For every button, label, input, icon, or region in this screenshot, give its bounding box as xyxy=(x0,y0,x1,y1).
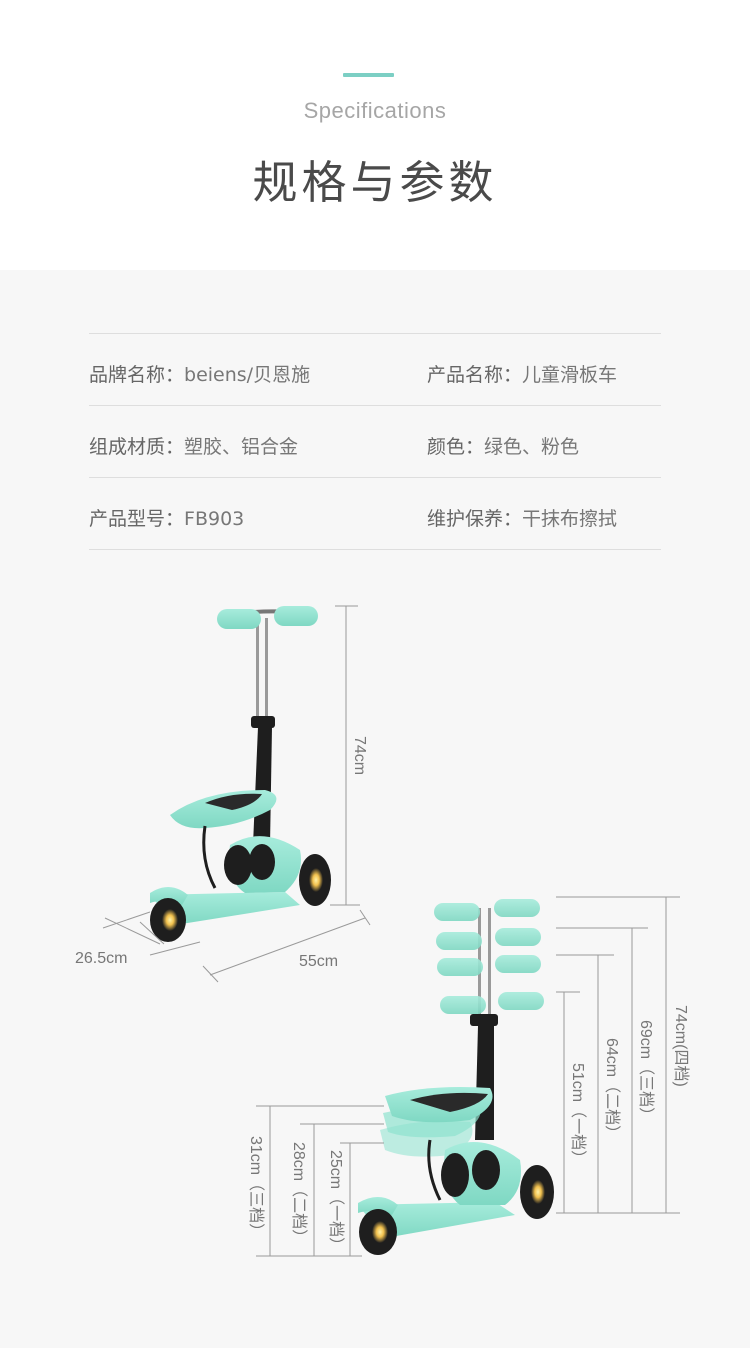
deck-2 xyxy=(358,1202,515,1238)
handlebar-grip-right xyxy=(274,606,318,626)
spec-value: 干抹布擦拭 xyxy=(522,508,618,530)
spec-model: 产品型号：FB903 xyxy=(89,504,244,531)
accent-bar xyxy=(343,73,394,77)
scooter-image-1 xyxy=(150,606,331,942)
spec-value: 儿童滑板车 xyxy=(522,364,618,386)
spec-panel: 品牌名称：beiens/贝恩施 产品名称：儿童滑板车 组成材质：塑胶、铝合金 颜… xyxy=(0,270,750,1348)
spec-label: 品牌名称： xyxy=(89,364,185,386)
spec-row-1: 品牌名称：beiens/贝恩施 产品名称：儿童滑板车 xyxy=(89,333,661,405)
spec-product-name: 产品名称：儿童滑板车 xyxy=(427,360,617,387)
spec-value: 绿色、粉色 xyxy=(484,436,580,458)
dim-handle-level-3: 69cm（三档） xyxy=(637,1020,655,1123)
dim-height: 74cm xyxy=(351,736,368,775)
spec-maintenance: 维护保养：干抹布擦拭 xyxy=(427,504,617,531)
dim-handle-level-4: 74cm(四档) xyxy=(672,1005,690,1087)
spec-color: 颜色：绿色、粉色 xyxy=(427,432,579,459)
deck xyxy=(150,892,300,925)
spec-value: 塑胶、铝合金 xyxy=(184,436,299,458)
handlebar-grip-left xyxy=(217,609,261,629)
dim-seat-level-1: 25cm（一档） xyxy=(327,1150,345,1253)
handle-level-2 xyxy=(437,958,483,976)
spec-label: 产品型号： xyxy=(89,508,185,530)
dim-seat-level-2: 28cm（二档） xyxy=(290,1142,308,1245)
dimension-lines-2-right xyxy=(556,896,680,1214)
spec-value: beiens/贝恩施 xyxy=(184,364,311,386)
dimension-lines-2-left xyxy=(256,1105,384,1257)
spec-label: 维护保养： xyxy=(427,508,523,530)
dim-seat-level-3: 31cm（三档） xyxy=(247,1136,265,1239)
handle-level-1 xyxy=(440,996,486,1014)
spec-row-2: 组成材质：塑胶、铝合金 颜色：绿色、粉色 xyxy=(89,405,661,477)
spec-row-3: 产品型号：FB903 维护保养：干抹布擦拭 xyxy=(89,477,661,550)
spec-brand: 品牌名称：beiens/贝恩施 xyxy=(89,360,310,387)
dimension-lines-1 xyxy=(102,605,371,983)
section-title: 规格与参数 xyxy=(252,156,498,209)
dim-width: 26.5cm xyxy=(75,950,127,967)
handle-level-3 xyxy=(436,932,482,950)
spec-label: 组成材质： xyxy=(89,436,185,458)
spec-value: FB903 xyxy=(184,508,245,530)
spec-label: 产品名称： xyxy=(427,364,523,386)
dim-handle-level-1: 51cm（一档） xyxy=(569,1063,587,1166)
dim-handle-level-2: 64cm（二档） xyxy=(603,1038,621,1141)
dim-length: 55cm xyxy=(299,953,338,970)
spec-table: 品牌名称：beiens/贝恩施 产品名称：儿童滑板车 组成材质：塑胶、铝合金 颜… xyxy=(89,333,661,550)
header-section: Specifications 规格与参数 xyxy=(0,0,750,270)
spec-label: 颜色： xyxy=(427,436,485,458)
section-subtitle: Specifications xyxy=(303,98,447,123)
spec-material: 组成材质：塑胶、铝合金 xyxy=(89,432,298,459)
dimension-diagram: 74cm 26.5cm 55cm xyxy=(75,605,690,1257)
scooter-image-2 xyxy=(358,899,554,1255)
handle-level-4 xyxy=(434,903,480,921)
